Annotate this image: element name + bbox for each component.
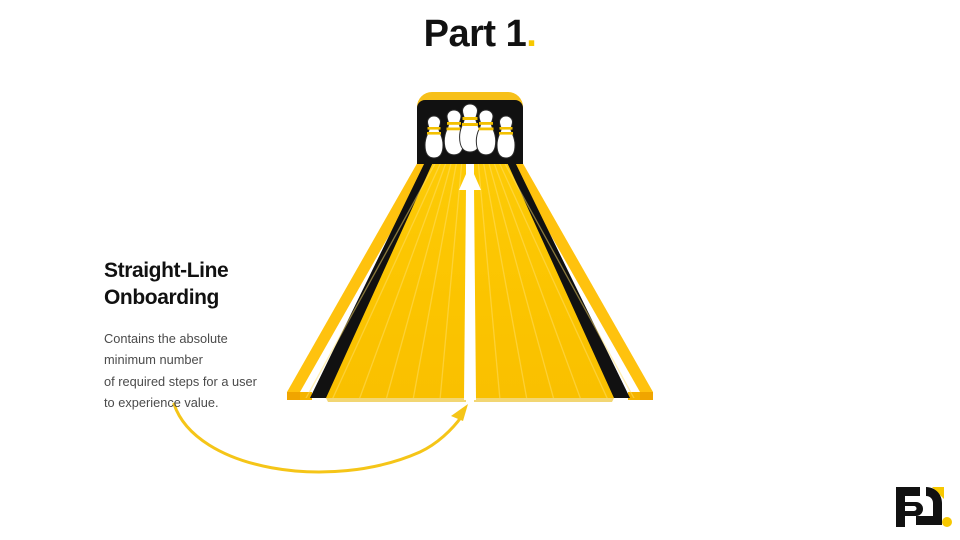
center-direction-arrow bbox=[459, 165, 481, 400]
page-title-accent-dot: . bbox=[526, 13, 537, 55]
lane-gutter-left bbox=[310, 160, 437, 398]
lane-rail-left bbox=[287, 160, 432, 392]
lane-boards-left bbox=[304, 160, 463, 398]
page-title: Part 1. bbox=[0, 13, 960, 56]
pl-monogram bbox=[896, 487, 952, 527]
bowling-pin bbox=[475, 109, 497, 156]
lane-rail-edge-right bbox=[640, 392, 653, 400]
bowling-pin bbox=[424, 115, 444, 159]
callout-body: Contains the absolute minimum number of … bbox=[104, 330, 257, 411]
lane-right-half bbox=[474, 160, 653, 402]
lane-surface-right bbox=[474, 160, 614, 398]
page-title-text: Part 1 bbox=[423, 13, 527, 55]
pointer-arrow bbox=[172, 402, 468, 474]
bowling-pin bbox=[496, 115, 516, 159]
bowling-pin bbox=[459, 103, 481, 153]
lane-rail-right bbox=[508, 160, 653, 392]
lane-foot-left bbox=[326, 398, 466, 402]
lane-foot-right bbox=[474, 398, 614, 402]
bowling-pin bbox=[443, 109, 465, 156]
lane-surface-left bbox=[326, 160, 466, 398]
lane-left-half bbox=[287, 160, 466, 402]
callout-heading: Straight-Line Onboarding bbox=[104, 259, 229, 309]
logo-letter-l bbox=[926, 487, 942, 525]
logo-letter-l-foot bbox=[916, 516, 942, 525]
lane-gutter-right bbox=[503, 160, 630, 398]
lane-rail-edge-left bbox=[287, 392, 300, 400]
lane-rail-edge-right-2 bbox=[628, 392, 640, 400]
lane-boards-right bbox=[477, 160, 636, 398]
logo-letter-p bbox=[896, 487, 923, 527]
pin-deck bbox=[417, 92, 523, 164]
callout-text-block: Straight-Line Onboarding Contains the ab… bbox=[104, 258, 304, 414]
logo-accent-dot bbox=[942, 517, 952, 527]
